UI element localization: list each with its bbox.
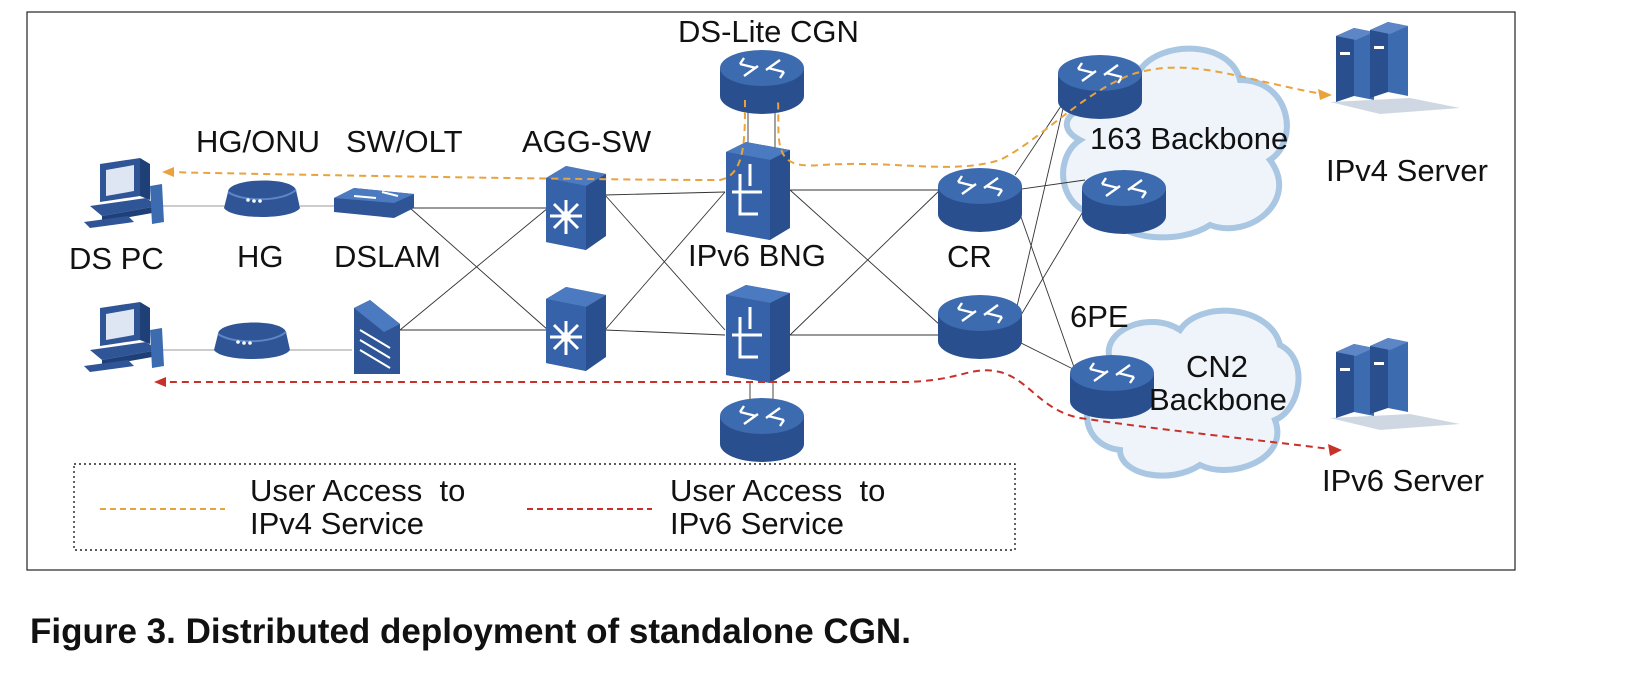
label-ds-pc: DS PC <box>69 241 164 276</box>
label-ipv4-server: IPv4 Server <box>1326 153 1488 188</box>
pc-icon <box>84 302 164 372</box>
dslam-switch-icon <box>333 187 415 219</box>
ipv6-bng-icon <box>724 283 792 385</box>
label-ipv6-server: IPv6 Server <box>1322 463 1484 498</box>
ipv6-bng-icon <box>724 140 792 242</box>
ipv6-arrowhead-left <box>154 377 166 387</box>
legend: User Access to IPv4 Service User Access … <box>73 463 1016 551</box>
6pe-router-icon <box>1068 353 1156 421</box>
network-diagram: DS-Lite CGN HG/ONU SW/OLT AGG-SW DS PC H… <box>26 11 1516 571</box>
cr-router-icon <box>936 293 1024 361</box>
agg-switch-icon <box>544 285 608 373</box>
ipv4-access-path <box>164 66 1329 182</box>
figure-caption: Figure 3. Distributed deployment of stan… <box>30 612 911 651</box>
legend-ipv4-line2: IPv4 Service <box>250 506 424 541</box>
label-ds-lite-cgn: DS-Lite CGN <box>678 14 859 49</box>
label-cn2-backbone: Backbone <box>1149 382 1287 417</box>
legend-box <box>73 463 1016 551</box>
ds-lite-cgn-router-icon <box>718 48 806 116</box>
onu-modem-icon <box>213 321 291 360</box>
label-ipv6-bng: IPv6 BNG <box>688 238 826 273</box>
ipv6-server-icon <box>1330 338 1460 430</box>
label-sw-olt: SW/OLT <box>346 124 463 159</box>
cr-router-icon <box>936 166 1024 234</box>
label-163-backbone: 163 Backbone <box>1090 121 1288 156</box>
ipv4-arrowhead-left <box>162 167 174 177</box>
ipv6-arrowhead-right <box>1328 444 1342 456</box>
label-cr: CR <box>947 239 992 274</box>
cgn-router-icon <box>718 396 806 464</box>
hg-modem-icon <box>223 179 301 218</box>
olt-device-icon <box>353 299 401 375</box>
legend-ipv4-line1: User Access to <box>250 473 465 508</box>
backbone-router-icon <box>1080 168 1168 236</box>
network-links <box>155 99 1091 405</box>
diagram-frame <box>26 11 1516 571</box>
label-6pe: 6PE <box>1070 299 1129 334</box>
label-hg-onu: HG/ONU <box>196 124 320 159</box>
ipv4-server-icon <box>1330 22 1460 114</box>
legend-ipv6-line1: User Access to <box>670 473 885 508</box>
label-agg-sw: AGG-SW <box>522 124 652 159</box>
ipv4-arrowhead-right <box>1318 89 1332 100</box>
label-hg: HG <box>237 239 284 274</box>
legend-ipv6-line2: IPv6 Service <box>670 506 844 541</box>
ipv6-access-path <box>158 369 1339 451</box>
ds-pc-icon <box>84 158 164 228</box>
label-dslam: DSLAM <box>334 239 441 274</box>
label-cn2: CN2 <box>1186 349 1248 384</box>
